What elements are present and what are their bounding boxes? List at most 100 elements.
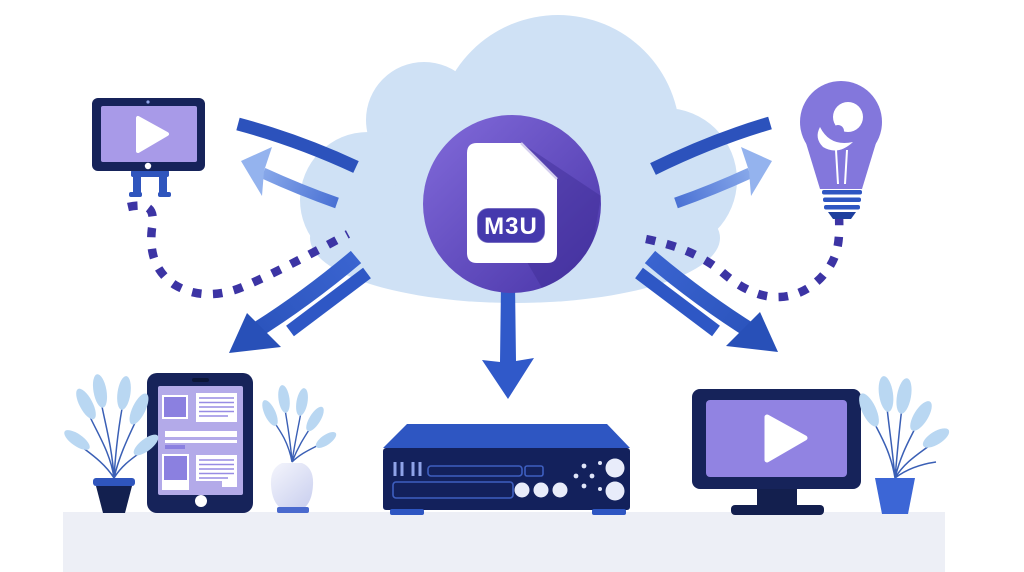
monitor-device	[692, 389, 861, 515]
tablet-speaker	[192, 378, 209, 382]
monitor-play-icon	[764, 414, 808, 463]
tv-play-icon	[136, 116, 169, 153]
light-arrowhead-upper-left-icon	[241, 147, 272, 196]
leaf	[76, 388, 96, 420]
tv-stand-foot-right	[158, 192, 171, 197]
plant-left-leaves	[64, 374, 159, 456]
leaf	[922, 428, 950, 448]
bulb-base-stripe-3	[824, 205, 860, 210]
arrow-group-upper-left	[236, 117, 359, 209]
light-arrow-tail-upper-left	[260, 168, 339, 209]
leaf	[92, 374, 108, 408]
plant-right-leaves	[859, 376, 950, 448]
plant-left-pot-rim	[93, 478, 135, 486]
bulb-filament-stem	[835, 149, 848, 185]
dot	[581, 463, 587, 469]
stb-button-3	[552, 482, 568, 498]
leaf	[129, 393, 149, 425]
plant-right	[859, 376, 950, 514]
tablet-device	[147, 373, 253, 513]
leaf	[262, 400, 278, 426]
leaf	[133, 434, 159, 456]
leaf	[117, 376, 131, 410]
leaf	[910, 401, 932, 431]
curved-stroke-lower-right	[635, 267, 720, 337]
curved-stroke-lower-left	[286, 267, 371, 337]
down-arrow-icon	[482, 284, 534, 399]
stb-foot-left	[390, 509, 424, 515]
leaf	[296, 388, 308, 416]
arrow-group-upper-right	[650, 116, 772, 209]
monitor-stand-base	[731, 505, 824, 515]
plant-left-pot	[96, 486, 132, 513]
light-arrow-tail-upper-right	[674, 168, 753, 209]
tablet-thumbnail-2	[164, 456, 187, 480]
stb-knob-bottom	[605, 481, 625, 501]
tv-stand-leg-right	[159, 176, 167, 195]
leaf	[306, 406, 324, 432]
bulb-filament-leaf	[817, 127, 853, 151]
tablet-home-button	[195, 495, 207, 507]
tablet-text-lines-2	[199, 459, 234, 479]
leaf	[315, 431, 337, 449]
light-arrowhead-upper-right-icon	[741, 147, 772, 196]
m3u-cloud-badge: M3U	[423, 115, 601, 293]
m3u-label: M3U	[484, 213, 538, 240]
leaf	[64, 430, 90, 450]
stb-small-slot	[524, 465, 544, 477]
tv-camera-dot	[146, 100, 150, 104]
tv-stand-leg-left	[133, 176, 141, 195]
dot	[598, 487, 602, 491]
tv-stand-foot-left	[129, 192, 142, 197]
lightbulb	[800, 81, 882, 219]
stb-button-2	[533, 482, 549, 498]
stb-vent-ticks	[393, 462, 422, 476]
stb-display-slot	[392, 481, 514, 499]
dot	[581, 483, 587, 489]
set-top-box	[383, 424, 630, 515]
vase-plant-leaves	[262, 385, 337, 449]
tablet-tag	[165, 445, 185, 449]
leaf	[278, 385, 290, 413]
dot	[589, 473, 595, 479]
bulb-filament-swirl-icon	[833, 102, 863, 132]
m3u-badge-plate	[476, 207, 546, 244]
curved-stroke-upper-left	[236, 117, 359, 173]
thick-arrowhead-lower-left-icon	[229, 313, 281, 353]
bulb-base-stripe-1	[822, 190, 862, 195]
tv-power-dot	[144, 162, 152, 170]
bulb-base-stripe-2	[823, 197, 861, 202]
vase-plant-stems	[269, 401, 325, 463]
bulb-neck	[806, 143, 876, 189]
dot	[573, 473, 579, 479]
file-fold-seam	[520, 142, 558, 180]
plant-right-stems	[869, 397, 937, 479]
plant-left-stems	[77, 395, 147, 479]
stb-dpad-dots	[573, 461, 602, 491]
desk-surface	[63, 512, 945, 572]
tablet-text-lines-1	[199, 397, 234, 417]
tablet-footer-tab	[222, 481, 237, 487]
curved-stroke-upper-right	[650, 116, 772, 175]
thick-arrow-shaft-lower-right	[644, 250, 759, 340]
dashed-path-left	[127, 201, 351, 299]
stb-top-face	[383, 424, 630, 448]
vase-body	[270, 463, 314, 511]
tablet-headline-bar	[165, 431, 237, 437]
stb-button-1	[514, 482, 530, 498]
stb-front-face	[383, 448, 630, 510]
vase-plant	[262, 385, 337, 513]
bulb-filament-gap	[832, 125, 844, 137]
tablet-thumbnail-1	[162, 395, 188, 419]
stb-knob-top	[605, 458, 625, 478]
bulb-base-tip	[828, 212, 856, 219]
thick-arrowhead-lower-right-icon	[726, 312, 778, 352]
tv-device	[92, 98, 205, 197]
tablet-text-block-2	[196, 455, 237, 481]
leaf	[859, 393, 879, 427]
tablet-subline-bar	[165, 440, 237, 443]
vase-base-stripe	[277, 507, 309, 513]
dot	[598, 461, 602, 465]
